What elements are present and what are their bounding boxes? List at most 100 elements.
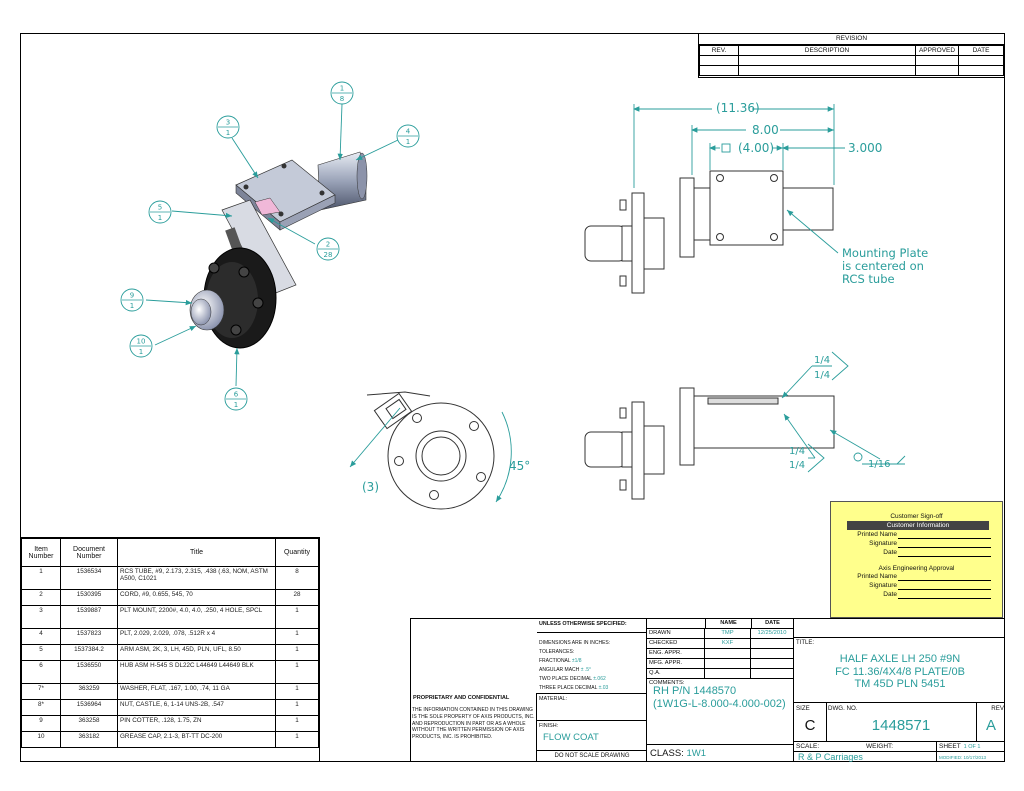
dim-overall: (11.36) (716, 101, 760, 115)
weight-label: WEIGHT: (866, 743, 894, 750)
weld1-a: 1/4 (814, 355, 830, 366)
comments-line2: (1W1G-L-8.000-4.000-002) (653, 698, 786, 710)
approval-title: Axis Engineering Approval (878, 565, 955, 572)
role-row: Q.A. (647, 669, 793, 679)
bom-doc: 363182 (60, 731, 118, 748)
bom-header-doc: Document Number (60, 538, 118, 567)
field-label: Signature (869, 582, 897, 589)
tol-value: ±.03 (598, 685, 609, 691)
field-line[interactable] (898, 539, 991, 548)
bom-title: ARM ASM, 2K, 3, LH, 45D, PLN, UFL, 8.50 (117, 644, 276, 661)
balloon-qty: 1 (130, 302, 134, 310)
balloon-number: 9 (130, 292, 134, 300)
dwg-area: SIZE C DWG. NO. 1448571 REV A (794, 702, 1005, 742)
title-label: TITLE: (794, 637, 1005, 648)
bom-title: GREASE CAP, 2.1-3, BT-TT DC-200 (117, 731, 276, 748)
modified: MODIFIED: 10/17/2013 (936, 752, 986, 762)
bom-item: 9 (21, 715, 61, 732)
revision-title: REVISION (699, 34, 1004, 45)
tol-value: ±1/8 (571, 658, 582, 664)
tol-value: ±.062 (593, 676, 606, 682)
comments: RH P/N 1448570 (1W1G-L-8.000-4.000-002) (653, 685, 786, 711)
bom-qty: 8 (275, 566, 319, 590)
balloon-qty: 1 (158, 214, 162, 222)
balloon-number: 3 (226, 119, 230, 127)
role-row: COMMENTS: (647, 679, 793, 688)
date-col: DATE (958, 45, 1004, 56)
spec-line: FRACTIONAL (539, 658, 571, 664)
signoff-title: Customer Sign-off (890, 513, 943, 520)
field-line[interactable] (898, 590, 991, 599)
customer-signoff: Customer Sign-off Customer Information P… (830, 501, 1003, 618)
material: MATERIAL: (537, 693, 646, 704)
sheet-value: 1 OF 1 (963, 744, 981, 750)
do-not-scale: DO NOT SCALE DRAWING (537, 750, 646, 762)
size-cell: SIZE C (794, 703, 827, 742)
role-name: KXF (705, 639, 751, 648)
bom-title: NUT, CASTLE, 6, 1-14 UNS-2B, .547 (117, 699, 276, 716)
balloon-5: 51 (148, 200, 172, 224)
weld-symbols (781, 351, 906, 473)
bom-qty: 1 (275, 605, 319, 629)
bom-item: 3 (21, 605, 61, 629)
field-line[interactable] (898, 548, 991, 557)
bom-doc: 1536964 (60, 699, 118, 716)
dwg-label: DWG. NO. (828, 705, 858, 712)
front-view (366, 391, 495, 510)
spec-line: THREE PLACE DECIMAL (539, 685, 598, 691)
bom-item: 7* (21, 683, 61, 700)
role-name (705, 669, 751, 678)
bom-qty: 1 (275, 731, 319, 748)
field-line[interactable] (898, 530, 991, 539)
spec-lines: DIMENSIONS ARE IN INCHES: TOLERANCES: FR… (539, 639, 610, 693)
role-name (705, 659, 751, 668)
finish-label: FINISH: (539, 723, 559, 729)
bom-item: 4 (21, 628, 61, 645)
proprietary-area: PROPRIETARY AND CONFIDENTIAL THE INFORMA… (411, 693, 537, 762)
bom-item: 10 (21, 731, 61, 748)
spec-line: TOLERANCES: (539, 649, 575, 655)
title-block: PROPRIETARY AND CONFIDENTIAL THE INFORMA… (410, 618, 1005, 762)
dimension-lines-top (633, 104, 845, 254)
bom-qty: 1 (275, 715, 319, 732)
field-line[interactable] (898, 572, 991, 581)
field-label: Printed Name (857, 573, 897, 580)
balloon-1: 18 (330, 81, 354, 105)
balloon-3: 31 (216, 115, 240, 139)
role-row: ENG. APPR. (647, 649, 793, 659)
bom-title: RCS TUBE, #9, 2.173, 2.315, .438 (.63, N… (117, 566, 276, 590)
mounting-note: Mounting Plate is centered on RCS tube (842, 246, 932, 286)
role-date (751, 649, 793, 658)
bom-item: 5 (21, 644, 61, 661)
title-line: HALF AXLE LH 250 #9N (839, 653, 961, 665)
balloon-9: 91 (120, 288, 144, 312)
role-name (705, 649, 751, 658)
bom-item: 1 (21, 566, 61, 590)
role-label: DRAWN (647, 629, 705, 638)
bom-doc: 1539887 (60, 605, 118, 629)
weld2-a: 1/4 (789, 446, 805, 457)
field-line[interactable] (898, 581, 991, 590)
class-value: 1W1 (686, 748, 706, 759)
bom-title: PLT MOUNT, 2200#, 4.0, 4.0, .250, 4 HOLE… (117, 605, 276, 629)
rev-value: A (985, 717, 996, 734)
role-label: CHECKED (647, 639, 705, 648)
role-row: MFG. APPR. (647, 659, 793, 669)
dim-angle: 45° (509, 459, 530, 473)
balloon-number: 5 (158, 204, 162, 212)
balloon-number: 4 (406, 128, 411, 136)
dim-square: (4.00) (738, 141, 774, 155)
bill-of-materials: Item Number Document Number Title Quanti… (20, 537, 320, 762)
customer: R & P Carriages (798, 752, 863, 762)
balloon-number: 2 (326, 241, 330, 249)
size-label: SIZE (796, 705, 810, 712)
unless-specified: UNLESS OTHERWISE SPECIFIED: (537, 619, 646, 633)
